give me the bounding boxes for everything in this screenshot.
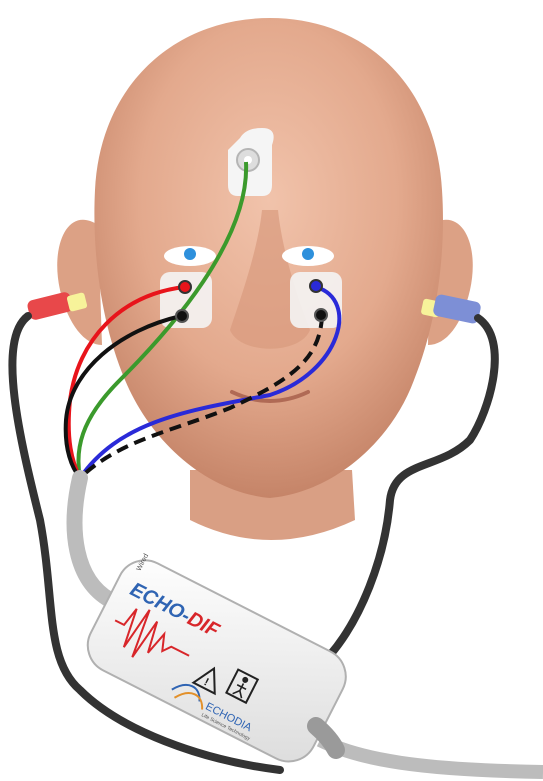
main-cable [75,478,110,600]
right-eye [282,246,334,266]
black-electrode [176,310,188,322]
red-electrode [179,281,191,293]
output-cable [320,740,543,772]
echo-dif-device: Wired ECHO-DIF ! ECHODIA Life Science Te… [78,548,357,771]
blue-electrode [310,280,322,292]
left-eye [164,246,216,266]
black-dashed-electrode [315,309,327,321]
